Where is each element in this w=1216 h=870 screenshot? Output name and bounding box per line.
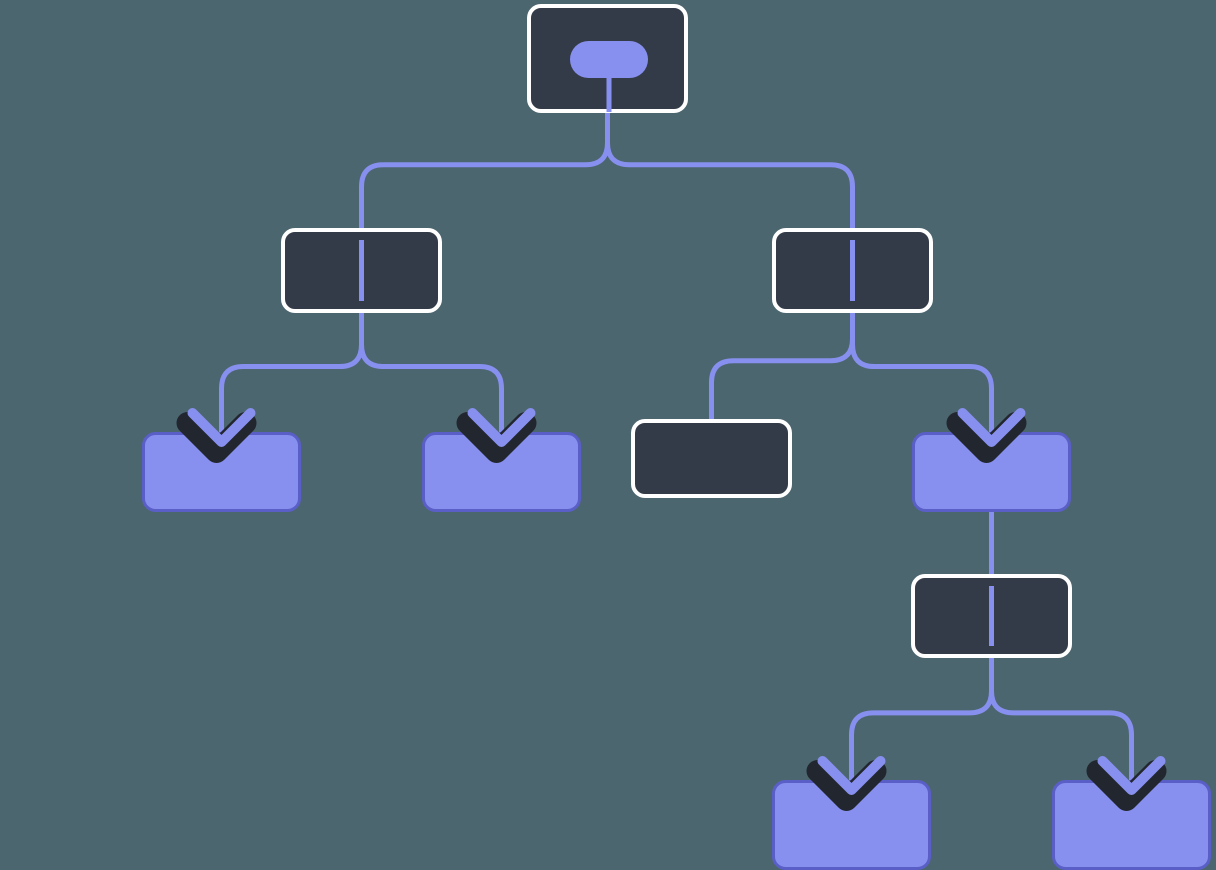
node-n1[interactable] — [281, 228, 442, 313]
arrowhead-chevron-icon — [817, 756, 886, 795]
node-layer — [142, 4, 1211, 870]
arrowhead-n4 — [456, 408, 537, 463]
arrowhead-n6 — [946, 408, 1027, 463]
arrowhead-chevron-icon — [187, 408, 256, 447]
edge-n7-to-n9 — [989, 616, 1134, 786]
arrowhead-layer — [176, 408, 1167, 811]
arrowhead-chevron-icon — [957, 408, 1026, 447]
edge-n2-to-n6 — [850, 270, 994, 438]
edge-layer — [219, 59, 1134, 786]
edge-n1-to-n4 — [359, 270, 504, 438]
arrowhead-chevron-icon — [1097, 756, 1166, 795]
node-n7[interactable] — [911, 574, 1072, 658]
node-body — [631, 419, 792, 498]
arrowhead-n9 — [1086, 756, 1167, 811]
badge-stem — [606, 59, 612, 112]
edge-n0-to-n2 — [605, 59, 855, 228]
node-n2[interactable] — [772, 228, 933, 313]
arrowhead-chevron-icon — [467, 408, 536, 447]
arrowhead-n8 — [806, 756, 887, 811]
badge-pill — [570, 41, 648, 78]
node-n5[interactable] — [631, 419, 792, 498]
arrowhead-n3 — [176, 408, 257, 463]
node-n0[interactable] — [527, 4, 688, 113]
